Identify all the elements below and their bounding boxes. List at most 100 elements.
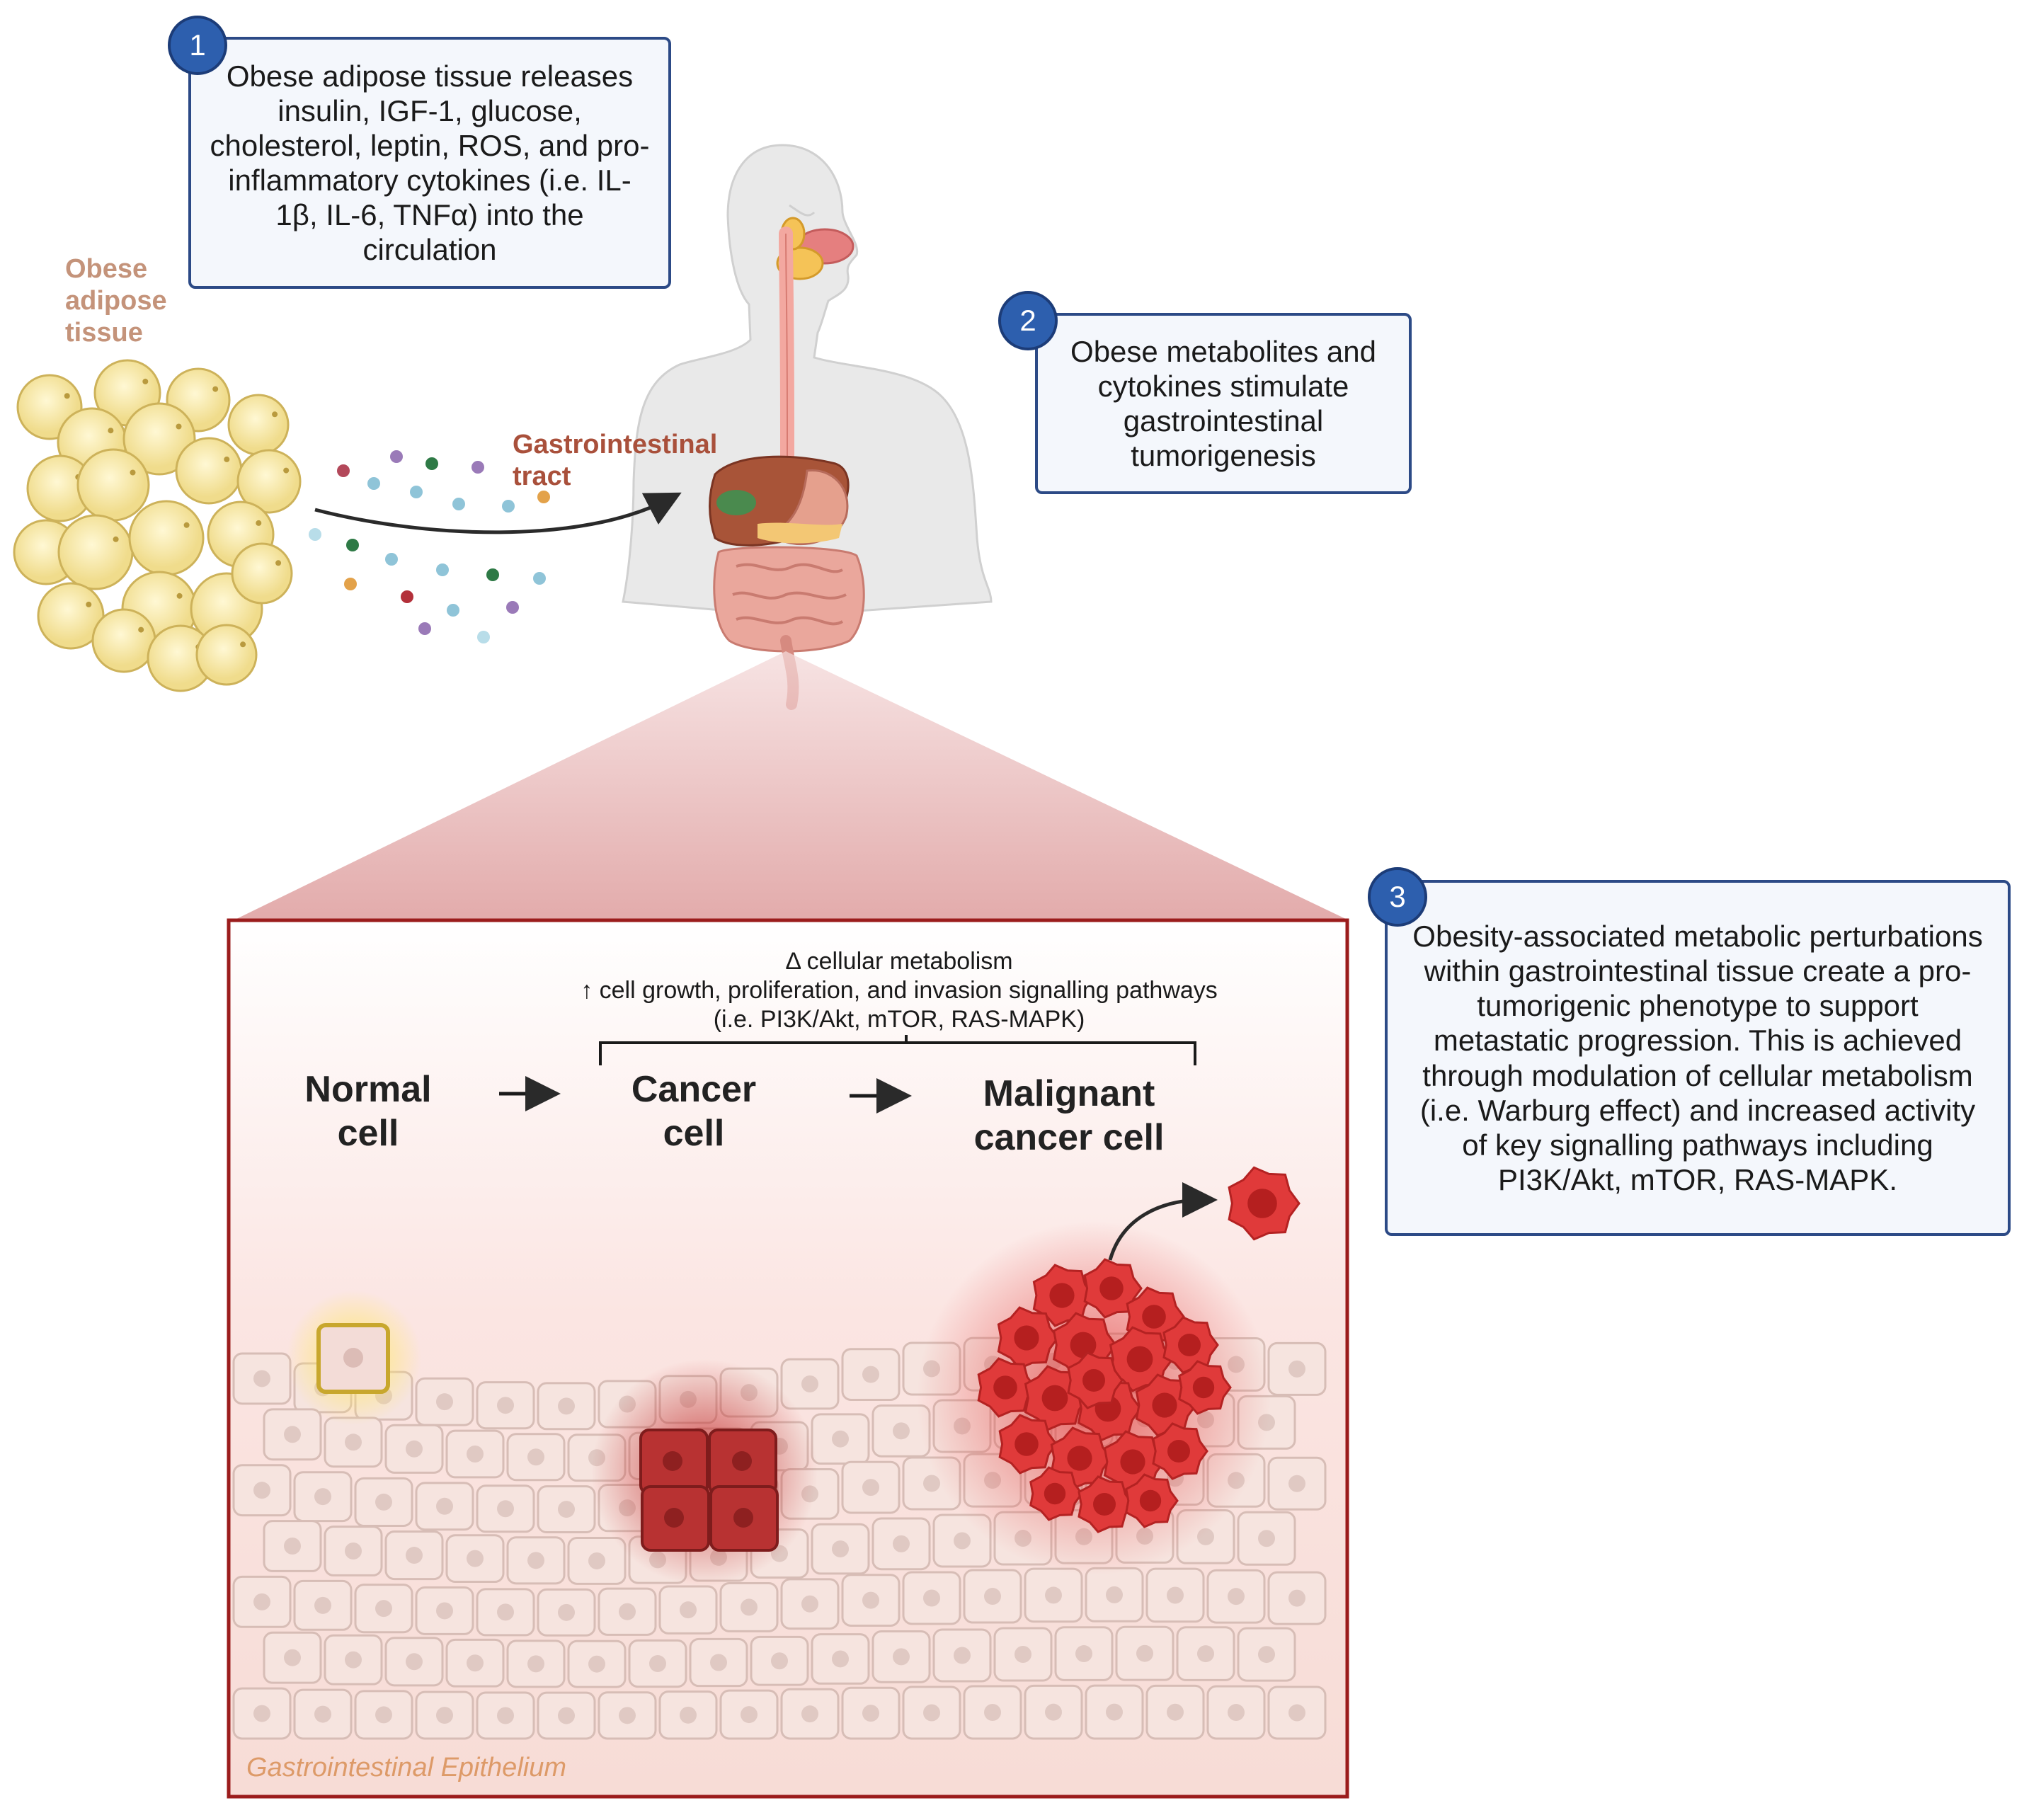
malignant-tumor bbox=[977, 1258, 1232, 1533]
adipose-label-line-2: adipose bbox=[65, 286, 167, 316]
epithelial-nucleus bbox=[862, 1591, 879, 1609]
fat-cell-nucleus bbox=[275, 560, 282, 566]
epithelial-nucleus bbox=[954, 1647, 971, 1664]
adipose-label-line-3: tissue bbox=[65, 318, 143, 348]
epithelial-nucleus bbox=[984, 1588, 1001, 1606]
epithelial-nucleus bbox=[253, 1593, 270, 1610]
molecule-dot bbox=[309, 528, 321, 541]
fat-cell bbox=[57, 514, 134, 590]
epithelial-nucleus bbox=[436, 1393, 453, 1411]
molecule-dot bbox=[533, 572, 546, 585]
epithelial-nucleus bbox=[345, 1651, 362, 1669]
epithelial-nucleus bbox=[284, 1649, 301, 1666]
epithelial-nucleus bbox=[680, 1601, 697, 1619]
epithelial-nucleus bbox=[436, 1602, 453, 1620]
adipose-label: Obese adipose tissue bbox=[65, 253, 167, 349]
epithelial-nucleus bbox=[862, 1479, 879, 1496]
stage-cancer-line-1: Cancer bbox=[631, 1069, 757, 1110]
epithelial-nucleus bbox=[497, 1707, 514, 1724]
tumor-cell-nucleus bbox=[1049, 1283, 1075, 1308]
circulation-arrow bbox=[314, 492, 682, 534]
epithelial-nucleus bbox=[527, 1552, 544, 1569]
fat-cell bbox=[122, 402, 196, 476]
epithelial-nucleus bbox=[619, 1707, 636, 1724]
epithelium-label: Gastrointestinal Epithelium bbox=[246, 1753, 566, 1782]
molecule-dot bbox=[506, 601, 519, 614]
molecule-dot bbox=[385, 553, 398, 566]
callout-3-badge: 3 bbox=[1368, 867, 1427, 927]
epithelial-nucleus bbox=[832, 1430, 849, 1448]
callout-2-text: Obese metabolites and cytokines stimulat… bbox=[1070, 334, 1376, 473]
tumor-cell-nucleus bbox=[1120, 1449, 1145, 1475]
molecule-dot bbox=[410, 486, 423, 498]
epithelial-nucleus bbox=[1106, 1703, 1123, 1721]
epithelial-nucleus bbox=[375, 1493, 392, 1511]
epithelial-nucleus bbox=[284, 1538, 301, 1555]
epithelial-nucleus bbox=[558, 1397, 575, 1415]
epithelial-nucleus bbox=[497, 1500, 514, 1518]
epithelial-nucleus bbox=[558, 1501, 575, 1518]
epithelial-nucleus bbox=[314, 1488, 331, 1506]
gi-tract-label: Gastrointestinal tract bbox=[513, 429, 717, 493]
fat-cell bbox=[175, 437, 243, 505]
epithelial-nucleus bbox=[862, 1366, 879, 1383]
epithelial-nucleus bbox=[1228, 1588, 1245, 1606]
callout-1-number: 1 bbox=[189, 28, 206, 62]
callout-1-box: Obese adipose tissue releases insulin, I… bbox=[188, 37, 671, 289]
stage-malignant-line-1: Malignant bbox=[983, 1073, 1155, 1114]
epithelial-nucleus bbox=[436, 1497, 453, 1515]
fat-cell bbox=[195, 624, 258, 686]
epithelial-nucleus bbox=[923, 1704, 940, 1722]
epithelial-nucleus bbox=[801, 1595, 818, 1613]
molecule-dot bbox=[477, 631, 490, 643]
fat-cell bbox=[91, 608, 156, 673]
epithelial-nucleus bbox=[1106, 1586, 1123, 1603]
epithelial-nucleus bbox=[1167, 1703, 1184, 1721]
fat-cell-nucleus bbox=[86, 601, 92, 607]
tumor-cell-nucleus bbox=[1044, 1482, 1066, 1505]
molecule-dot bbox=[390, 450, 403, 463]
molecule-dot bbox=[425, 457, 438, 470]
adipose-label-line-1: Obese bbox=[65, 254, 148, 284]
metastatic-cell-body-nucleus bbox=[1247, 1189, 1277, 1218]
tumor-cell-nucleus bbox=[1167, 1440, 1190, 1463]
stage-cancer-cell: Cancer cell bbox=[605, 1068, 782, 1155]
fat-cell-nucleus bbox=[240, 641, 246, 648]
molecule-dot bbox=[537, 491, 550, 503]
epithelial-nucleus bbox=[893, 1535, 910, 1552]
human-body-figure bbox=[622, 144, 993, 617]
gi-tract-label-line-2: tract bbox=[513, 462, 571, 491]
molecule-dot bbox=[418, 622, 431, 635]
epithelial-nucleus bbox=[1197, 1645, 1214, 1663]
fat-cell-nucleus bbox=[212, 386, 219, 392]
tumor-cell-nucleus bbox=[1093, 1493, 1116, 1516]
tumor-cell-nucleus bbox=[1070, 1332, 1097, 1358]
molecule-dot bbox=[447, 604, 459, 617]
fat-cell bbox=[231, 542, 293, 605]
epithelial-nucleus bbox=[1288, 1589, 1305, 1607]
fat-cell bbox=[227, 394, 290, 456]
epithelial-nucleus bbox=[253, 1482, 270, 1499]
fat-cell bbox=[128, 500, 205, 576]
callout-2-box: Obese metabolites and cytokines stimulat… bbox=[1035, 313, 1412, 494]
stage-malignant-line-2: cancer cell bbox=[973, 1117, 1165, 1158]
molecule-dot bbox=[401, 590, 413, 603]
tumor-cell-nucleus bbox=[1152, 1392, 1177, 1418]
molecule-dot bbox=[452, 498, 465, 510]
epithelial-nucleus bbox=[801, 1375, 818, 1392]
header-line-metabolism: Δ cellular metabolism bbox=[785, 948, 1013, 975]
epithelial-nucleus bbox=[527, 1448, 544, 1466]
epithelial-nucleus bbox=[1258, 1646, 1275, 1664]
epithelial-nucleus bbox=[406, 1547, 423, 1564]
epithelial-nucleus bbox=[436, 1707, 453, 1724]
epithelial-nucleus bbox=[588, 1655, 605, 1673]
tumor-cell-nucleus bbox=[1139, 1489, 1162, 1512]
epithelial-nucleus bbox=[1167, 1586, 1184, 1604]
metastatic-cell bbox=[1228, 1166, 1301, 1241]
epithelial-nucleus bbox=[345, 1433, 362, 1451]
epithelial-nucleus bbox=[558, 1603, 575, 1621]
epithelial-nucleus bbox=[801, 1705, 818, 1723]
epithelial-nucleus bbox=[771, 1652, 788, 1670]
tumor-cell-nucleus bbox=[1014, 1432, 1039, 1456]
normal-cell-nucleus bbox=[343, 1348, 363, 1368]
